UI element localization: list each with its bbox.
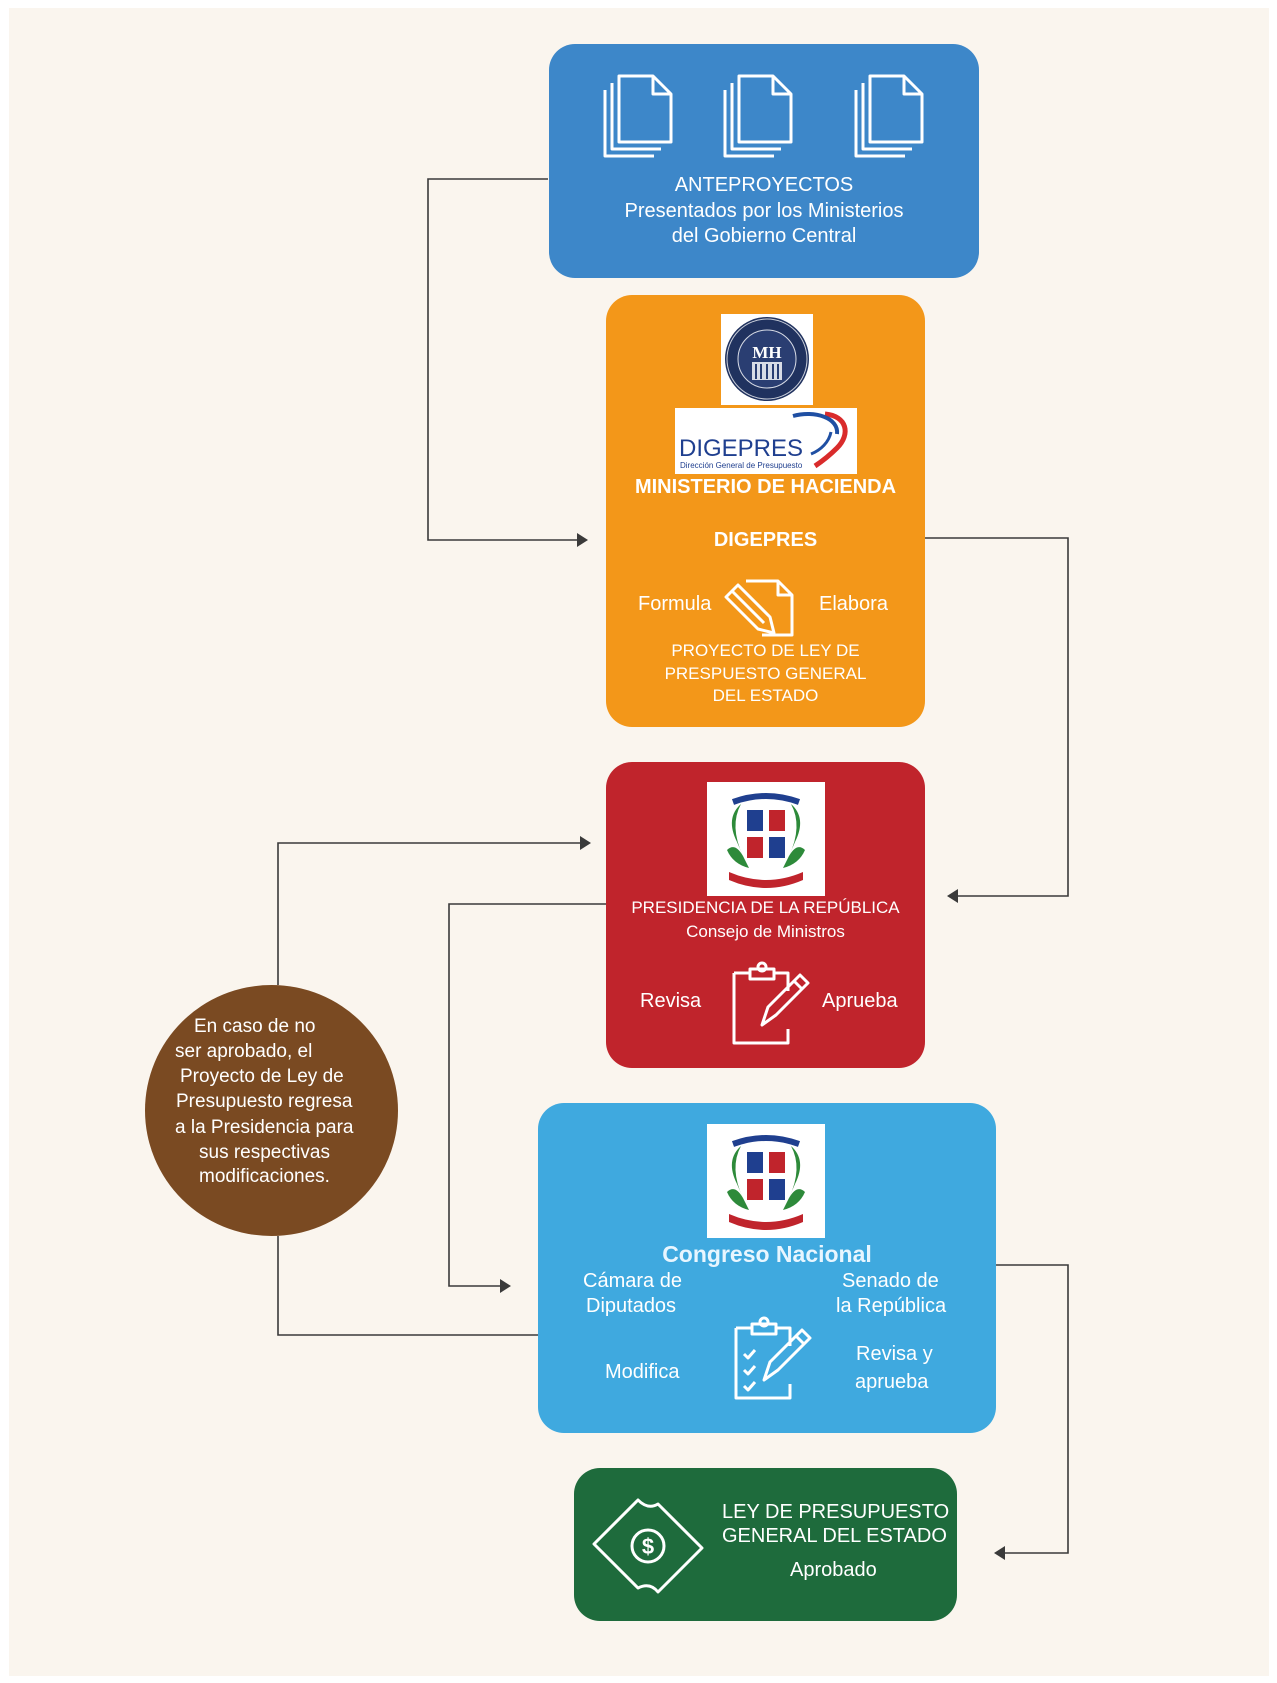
circle-line7: modificaciones. [199, 1166, 330, 1187]
ley-line1: LEY DE PRESUPUESTO [722, 1501, 950, 1523]
document-stack-icon [723, 74, 793, 158]
seal-icon: MH [725, 317, 809, 401]
circle-line3: Proyecto de Ley de [180, 1066, 344, 1087]
ministerio-proyecto-line2: PRESPUESTO GENERAL [664, 664, 867, 683]
presidencia-title: PRESIDENCIA DE LA REPÚBLICA [631, 898, 900, 917]
circle-line1: En caso de no [194, 1016, 316, 1037]
circle-line4: Presupuesto regresa [176, 1091, 353, 1112]
rejection-note-circle [145, 985, 398, 1236]
congreso-modifica: Modifica [605, 1361, 680, 1383]
ministerio-proyecto-line3: DEL ESTADO [712, 686, 819, 705]
presidencia-aprueba: Aprueba [822, 990, 898, 1012]
document-pencil-icon [724, 579, 794, 637]
congreso-senado-line2: la República [836, 1295, 947, 1317]
clipboard-pencil-icon [732, 961, 810, 1045]
congreso-revisa-line1: Revisa y [856, 1343, 933, 1365]
congreso-box: Congreso Nacional Cámara de Diputados Se… [538, 1103, 996, 1433]
presidencia-subtitle: Consejo de Ministros [686, 922, 845, 941]
anteproyectos-title: ANTEPROYECTOS [674, 174, 854, 196]
ley-status: Aprobado [790, 1559, 877, 1581]
ministerio-elabora: Elabora [819, 593, 888, 615]
circle-line5: a la Presidencia para [175, 1117, 354, 1138]
ministerio-subtitle: DIGEPRES [713, 529, 818, 551]
anteproyectos-line2: del Gobierno Central [671, 225, 857, 247]
anteproyectos-line1: Presentados por los Ministerios [624, 200, 904, 222]
svg-text:DIGEPRES: DIGEPRES [679, 435, 803, 462]
presidencia-revisa: Revisa [640, 990, 702, 1012]
congreso-title: Congreso Nacional [662, 1241, 872, 1267]
ministerio-proyecto-line1: PROYECTO DE LEY DE [671, 641, 860, 660]
circle-line6: sus respectivas [199, 1142, 330, 1163]
document-stack-icon [603, 74, 673, 158]
document-stack-icon [854, 74, 924, 158]
coat-of-arms-icon [727, 793, 805, 888]
presidencia-emblem [707, 782, 825, 896]
digepres-logo-graphic: DIGEPRES Dirección General de Presupuest… [679, 411, 848, 470]
ministerio-formula: Formula [638, 593, 712, 615]
dollar-scroll-icon: $ [592, 1498, 704, 1594]
checklist-pencil-icon [734, 1316, 812, 1400]
anteproyectos-box: ANTEPROYECTOS Presentados por los Minist… [549, 44, 979, 278]
congreso-camara-line1: Cámara de [583, 1270, 682, 1292]
presidencia-box: PRESIDENCIA DE LA REPÚBLICA Consejo de M… [606, 762, 925, 1068]
ley-box: $ LEY DE PRESUPUESTO GENERAL DEL ESTADO … [574, 1468, 957, 1621]
svg-text:$: $ [642, 1534, 654, 1559]
svg-text:MH: MH [752, 343, 781, 362]
congreso-revisa-line2: aprueba [855, 1371, 929, 1393]
svg-text:Dirección General de Presupues: Dirección General de Presupuesto [680, 461, 803, 470]
congreso-emblem [707, 1124, 825, 1238]
circle-line2: ser aprobado, el [175, 1041, 313, 1062]
ministerio-box: MH DIGEPRES Dirección General de Presupu… [606, 295, 925, 727]
congreso-camara-line2: Diputados [586, 1295, 677, 1317]
coat-of-arms-icon [727, 1135, 805, 1230]
ley-line2: GENERAL DEL ESTADO [722, 1525, 947, 1547]
ministerio-hacienda-seal: MH [721, 314, 813, 405]
digepres-logo: DIGEPRES Dirección General de Presupuest… [675, 408, 857, 474]
ministerio-title: MINISTERIO DE HACIENDA [634, 476, 897, 498]
congreso-senado-line1: Senado de [842, 1270, 939, 1292]
